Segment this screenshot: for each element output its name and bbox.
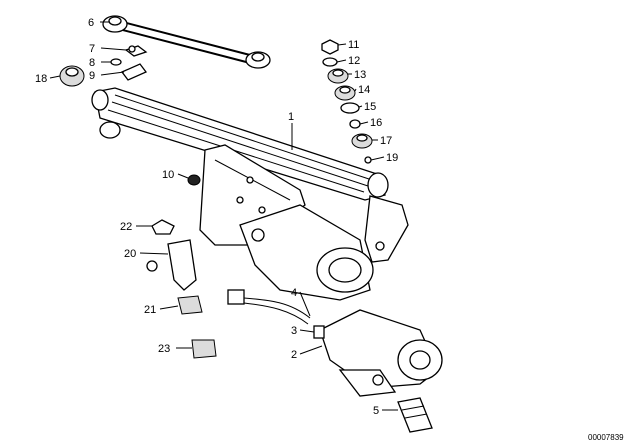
leader-lines (49, 21, 398, 411)
wiper-motor (313, 309, 443, 397)
callout-18: 18 (35, 73, 47, 85)
callout-21: 21 (144, 304, 156, 316)
bracket-parts-left (146, 174, 217, 359)
callout-23: 23 (158, 343, 170, 355)
callout-1: 1 (288, 111, 294, 123)
callout-8: 8 (89, 57, 95, 69)
boot-part (397, 397, 433, 433)
callout-16: 16 (370, 117, 382, 129)
callout-17: 17 (380, 135, 392, 147)
callout-12: 12 (348, 55, 360, 67)
small-parts-left (59, 45, 148, 87)
reference-number: 00007839 (588, 433, 624, 442)
callout-5: 5 (373, 405, 379, 417)
callout-14: 14 (358, 84, 370, 96)
motor-bracket (199, 144, 374, 301)
linkage-rod-upper (102, 15, 271, 69)
wiper-frame (91, 87, 409, 263)
callout-11: 11 (348, 39, 359, 51)
callout-9: 9 (89, 70, 95, 82)
callout-7: 7 (89, 43, 95, 55)
callout-4: 4 (291, 287, 297, 299)
callout-15: 15 (364, 101, 376, 113)
callout-2: 2 (291, 349, 297, 361)
callout-10: 10 (162, 169, 174, 181)
callout-3: 3 (291, 325, 297, 337)
callout-19: 19 (386, 152, 398, 164)
callout-22: 22 (120, 221, 132, 233)
small-parts-right (321, 39, 373, 164)
callout-13: 13 (354, 69, 366, 81)
callout-6: 6 (88, 17, 94, 29)
wiring-connector (227, 289, 311, 325)
callout-20: 20 (124, 248, 136, 260)
